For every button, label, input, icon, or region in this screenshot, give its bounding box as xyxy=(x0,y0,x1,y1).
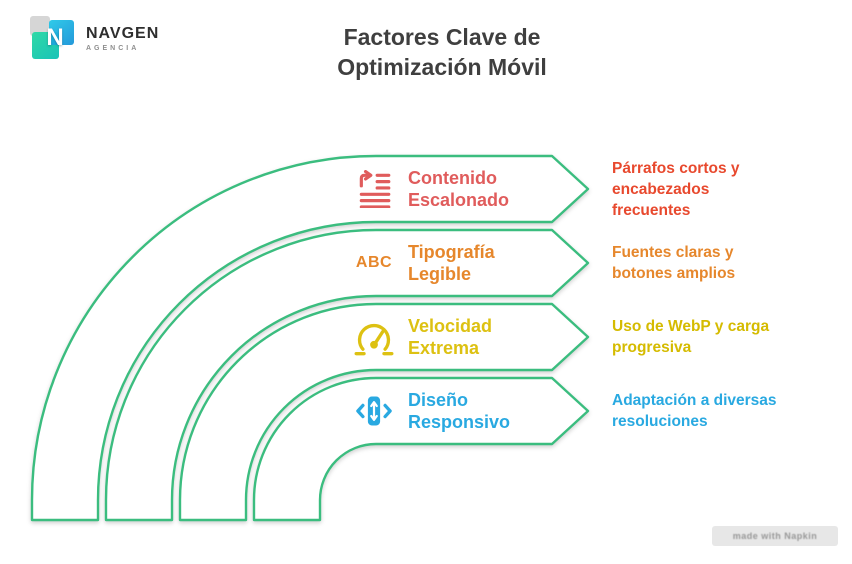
row-description: Párrafos cortos y encabezados frecuentes xyxy=(612,159,740,219)
logo-letter: N xyxy=(46,24,64,51)
row-label: Diseño Responsivo xyxy=(408,390,511,432)
arc-band-4 xyxy=(252,376,590,522)
logo-squares-icon: N xyxy=(28,12,78,66)
layered-content-icon xyxy=(352,167,396,211)
abc-typography-icon: ABC xyxy=(355,254,393,271)
row-contenido-escalonado: Contenido Escalonado xyxy=(352,156,596,222)
row-description: Fuentes claras y botones amplios xyxy=(612,244,736,282)
logo-text: NAVGEN AGENCIA xyxy=(86,25,159,53)
logo: N NAVGEN AGENCIA xyxy=(28,12,159,66)
brand-name: NAVGEN xyxy=(86,24,160,42)
speedometer-icon xyxy=(352,315,396,359)
logo-square-gray xyxy=(30,16,50,36)
arc-band-1 xyxy=(30,154,590,522)
row-description: Adaptación a diversas resoluciones xyxy=(612,392,777,430)
watermark-badge[interactable]: made with Napkin xyxy=(712,526,838,546)
row-velocidad-extrema: Velocidad Extrema xyxy=(352,304,596,370)
row-label: Velocidad Extrema xyxy=(408,316,493,358)
row-diseno-responsivo: Diseño Responsivo xyxy=(352,378,596,444)
row-label: Tipografía Legible xyxy=(408,242,495,284)
brand-tagline: AGENCIA xyxy=(86,45,140,53)
arc-band-3 xyxy=(178,302,590,522)
page-title: Factores Clave de Optimización Móvil xyxy=(337,24,547,80)
responsive-phone-icon xyxy=(352,389,396,433)
logo-square-cyan xyxy=(49,20,74,45)
watermark-label: made with Napkin xyxy=(732,531,818,541)
row-label: Contenido Escalonado xyxy=(408,168,510,210)
arc-band-2 xyxy=(104,228,590,522)
row-tipografia-legible: ABC Tipografía Legible xyxy=(352,230,596,296)
row-description: Uso de WebP y carga progresiva xyxy=(612,318,770,356)
